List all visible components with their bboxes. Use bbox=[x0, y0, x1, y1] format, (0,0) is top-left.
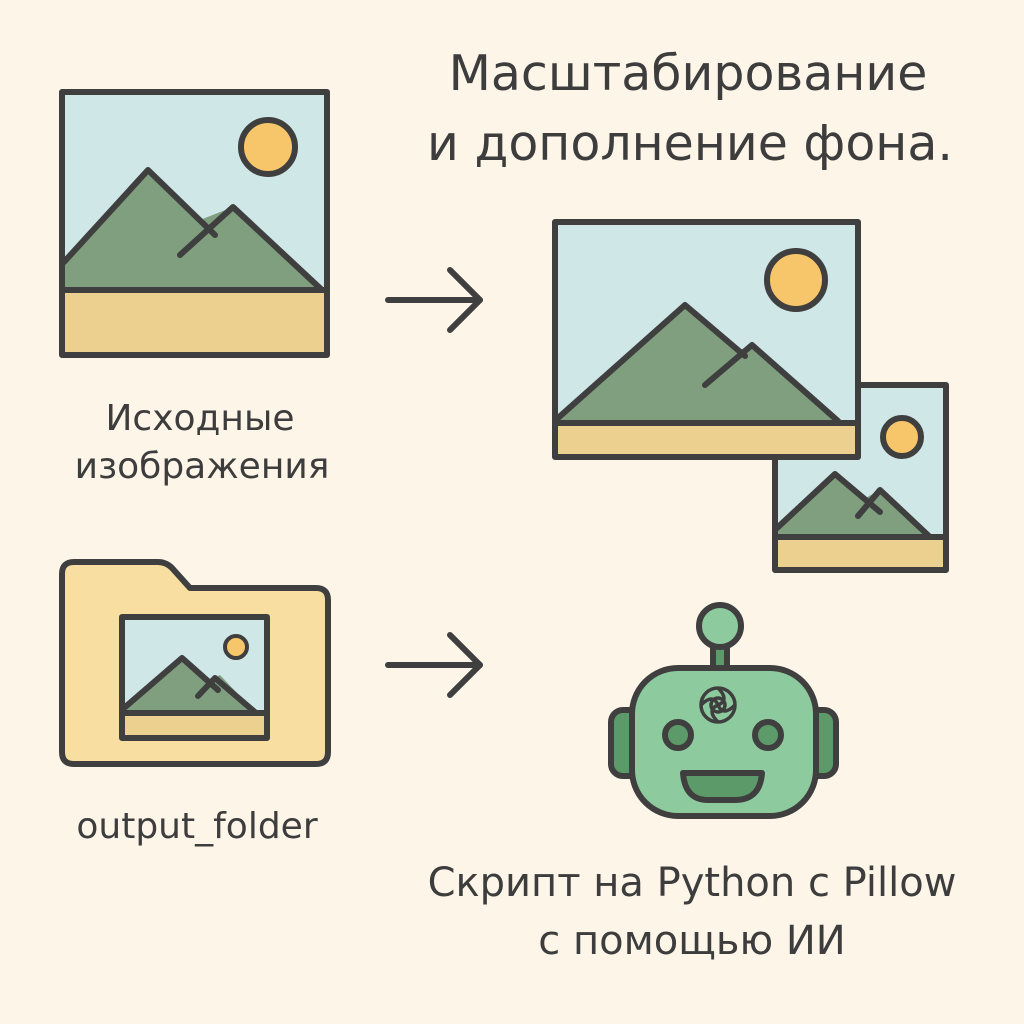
title-line-1: Масштабирование bbox=[449, 45, 928, 102]
script-label-line-1: Скрипт на Python с Pillow bbox=[428, 860, 957, 906]
swirl-logo-icon bbox=[699, 686, 737, 724]
folder-icon bbox=[59, 559, 331, 767]
scaled-image-small-icon bbox=[772, 382, 949, 573]
script-label-line-2: с помощью ИИ bbox=[538, 918, 845, 964]
arrow-right-icon bbox=[385, 267, 483, 333]
title-line-2: и дополнение фона. bbox=[427, 115, 953, 172]
source-image-icon bbox=[59, 89, 330, 358]
source-label-line-2: изображения bbox=[75, 446, 330, 487]
source-label-line-1: Исходные bbox=[105, 398, 294, 439]
scaled-image-large-icon bbox=[552, 219, 861, 460]
folder-label: output_folder bbox=[76, 806, 317, 847]
robot-icon bbox=[608, 602, 839, 819]
arrow-right-icon bbox=[385, 632, 483, 698]
